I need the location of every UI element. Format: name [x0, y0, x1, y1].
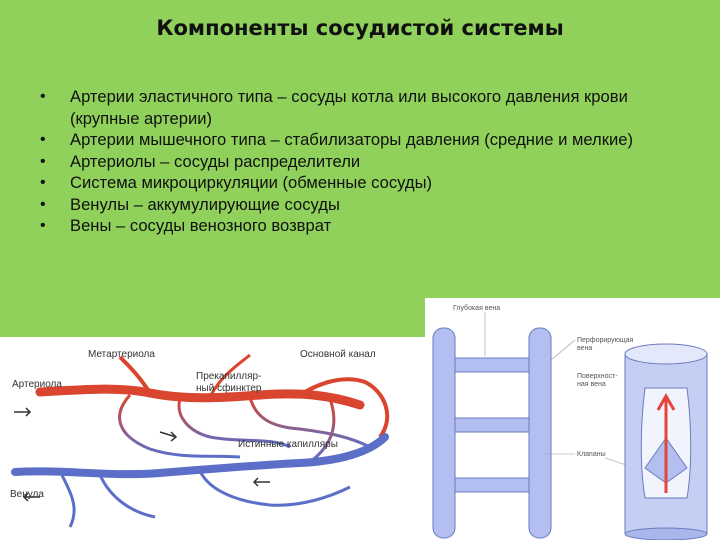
- bullet-item: •Венулы – аккумулирующие сосуды: [40, 194, 340, 214]
- label-metarteriole: Метартериола: [88, 349, 155, 360]
- venule-branch: [98, 474, 156, 519]
- bullet-dot-icon: •: [40, 195, 46, 213]
- label-true-capillaries: Истинные капилляры: [238, 439, 338, 450]
- main-channel-vessel: [298, 377, 390, 439]
- label-perforating-vein-1: Перфорирующая: [577, 337, 633, 344]
- vein-valves-diagram: Глубокая вена Перфорирующая вена Поверхн…: [425, 298, 720, 540]
- capillary: [177, 398, 291, 449]
- capillary: [248, 396, 371, 449]
- slide-title: Компоненты сосудистой системы: [156, 16, 564, 40]
- superficial-vein-vessel: [528, 327, 552, 539]
- label-perforating-vein-2: вена: [577, 345, 592, 352]
- bullet-dot-icon: •: [40, 131, 46, 148]
- bullet-dot-icon: •: [40, 174, 46, 191]
- flow-arrow-icon: [159, 431, 178, 442]
- perforating-vein-vessel: [454, 417, 530, 433]
- bullet-dot-icon: •: [40, 152, 46, 170]
- capillary: [309, 398, 336, 464]
- bullet-item: •Артериолы – сосуды распределители: [40, 151, 361, 171]
- vein-cylinder-top: [624, 343, 708, 365]
- label-superficial-vein-2: ная вена: [577, 381, 606, 388]
- capillary: [118, 393, 241, 459]
- flow-arrow-icon: [252, 477, 270, 487]
- label-main-channel: Основной канал: [300, 349, 376, 360]
- bullet-item: •Артерии эластичного типа – сосуды котла…: [40, 87, 628, 128]
- label-superficial-vein-1: Поверхност-: [577, 373, 618, 380]
- leader-line: [550, 339, 576, 361]
- label-arteriole: Артериола: [12, 379, 62, 390]
- arteriole-branch: [208, 353, 251, 398]
- vein-cylinder-bottom: [624, 527, 708, 540]
- label-deep-vein: Глубокая вена: [453, 304, 500, 312]
- microcirculation-diagram: Метартериола Основной канал Артериола Пр…: [10, 349, 390, 528]
- label-precapillary-sphincter-1: Прекапилляр-: [196, 371, 261, 382]
- metarteriole-branch: [118, 355, 152, 395]
- bullet-list: •Артерии эластичного типа – сосуды котла…: [40, 86, 700, 237]
- label-valves: Клапаны: [577, 451, 606, 458]
- bullet-item: •Артерии мышечного типа – стабилизаторы …: [40, 130, 634, 149]
- venule-branch: [58, 470, 76, 528]
- perforating-vein-vessel: [454, 477, 530, 493]
- flow-arrow-icon: [14, 407, 32, 417]
- slide-background: [0, 0, 720, 337]
- flow-arrow-icon: [656, 392, 676, 493]
- perforating-vein-vessel: [454, 357, 530, 373]
- venule-branch: [198, 470, 351, 507]
- bullet-item: •Система микроциркуляции (обменные сосуд…: [40, 173, 433, 192]
- bullet-dot-icon: •: [40, 217, 46, 234]
- label-venule: Венула: [10, 489, 44, 500]
- label-precapillary-sphincter-2: ный сфинктер: [196, 382, 262, 394]
- bullet-item: •Вены – сосуды венозного возврат: [40, 216, 332, 235]
- venule-vessel: [11, 433, 389, 479]
- arteriole-vessel: [35, 384, 365, 410]
- flow-arrow-icon: [22, 492, 40, 502]
- bullet-dot-icon: •: [40, 88, 46, 105]
- deep-vein-vessel: [432, 327, 456, 539]
